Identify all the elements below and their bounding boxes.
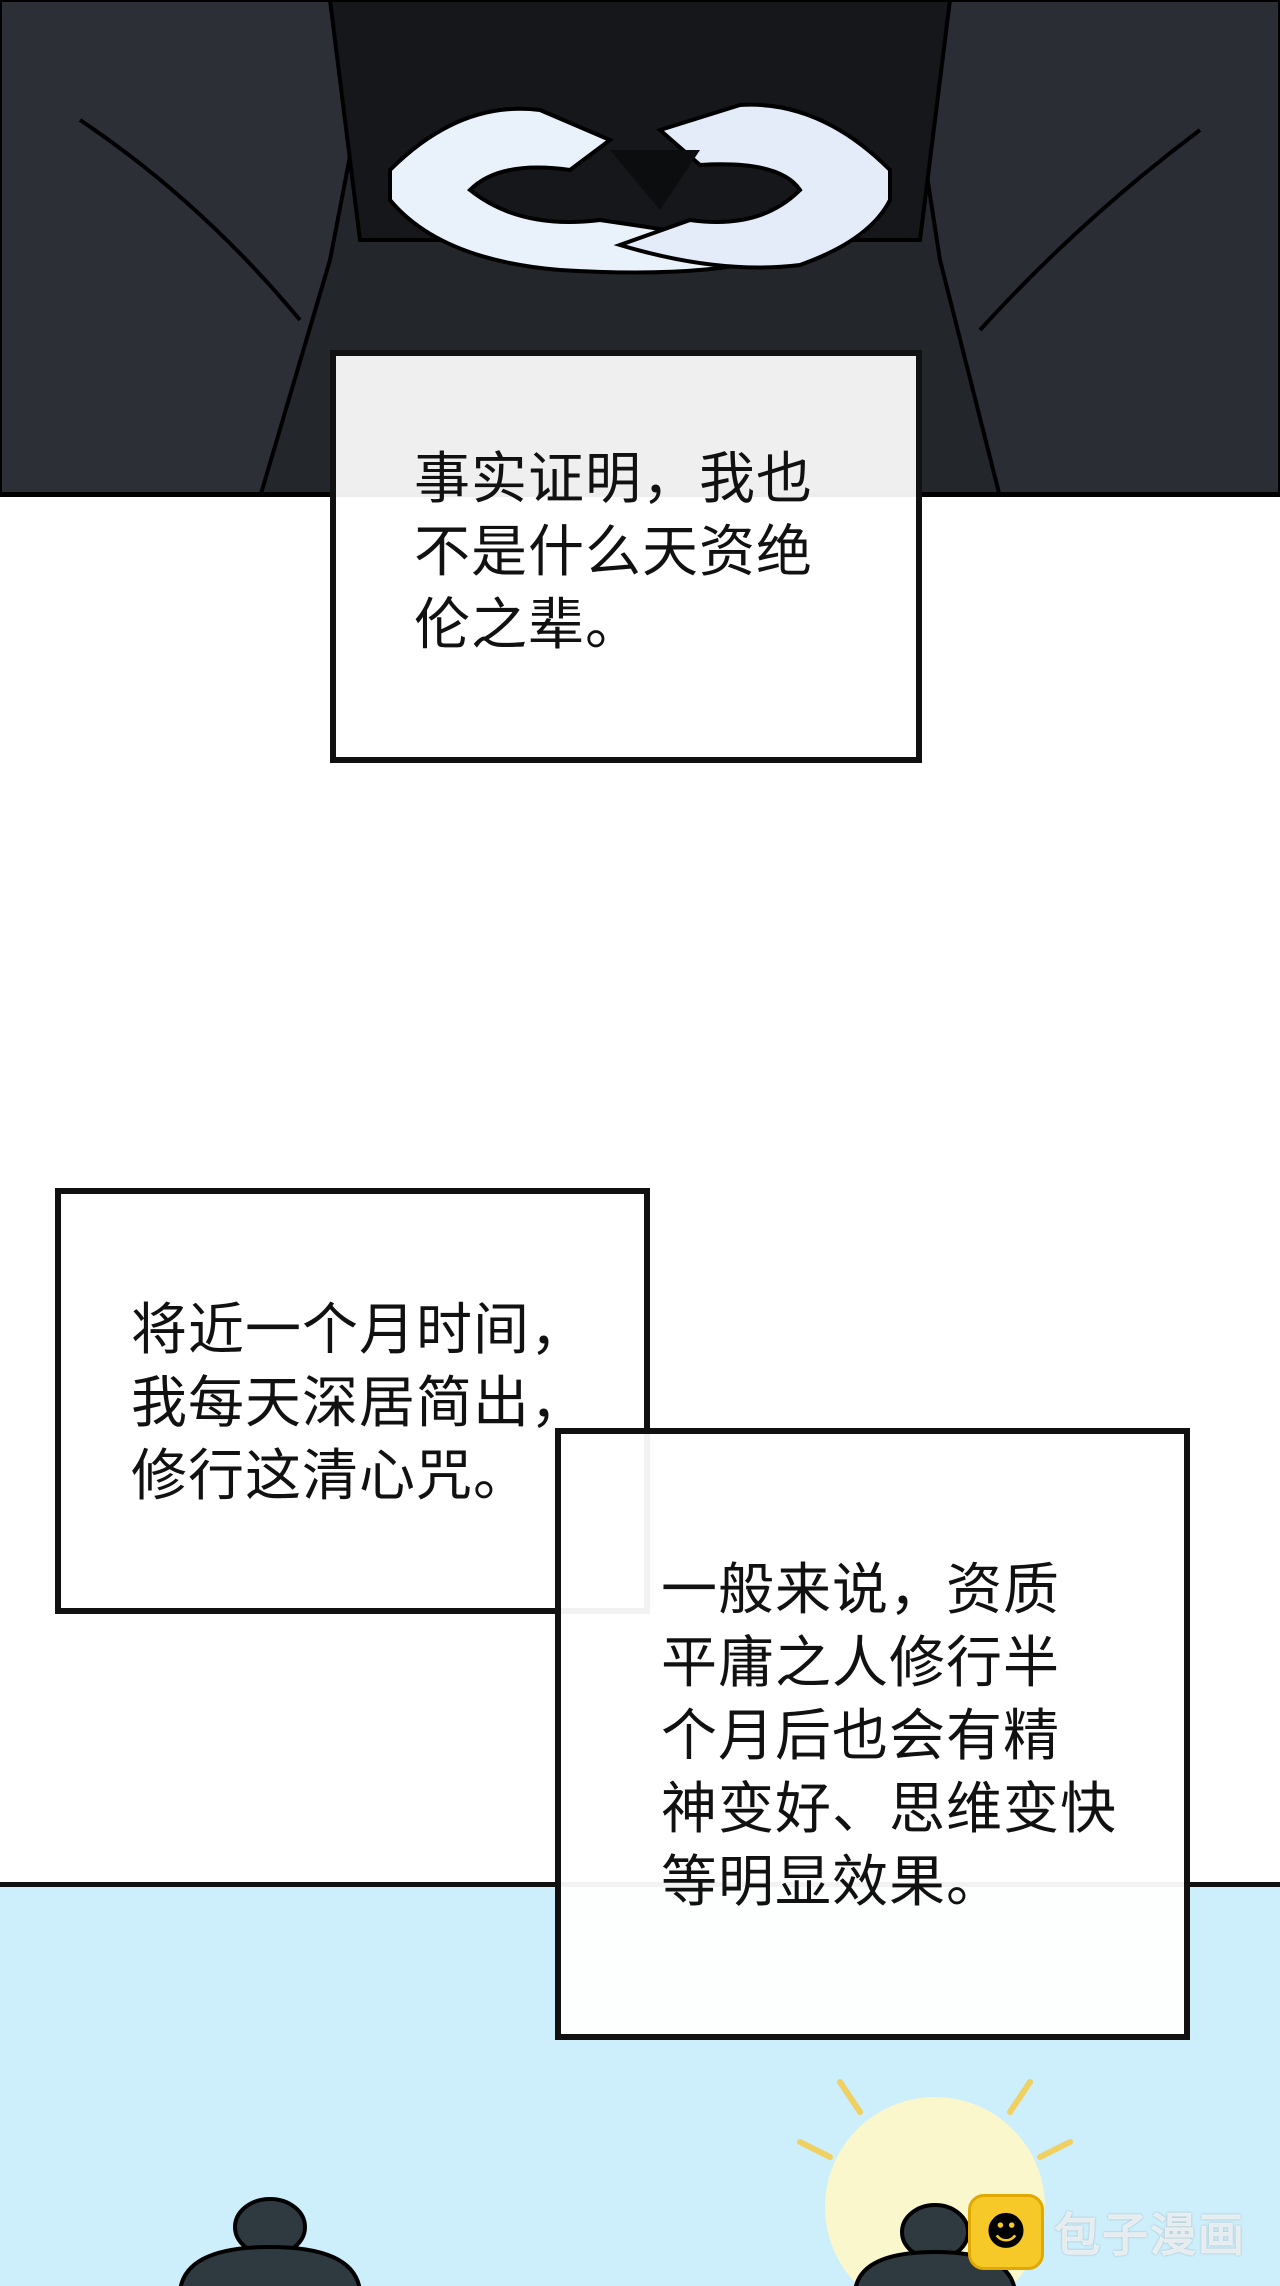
caption-line: 平庸之人修行半 xyxy=(661,1631,1060,1696)
caption-box-month: 将近一个月时间， 我每天深居简出， 修行这清心咒。 xyxy=(55,1188,650,1614)
caption-box-effects: 一般来说，资质 平庸之人修行半 个月后也会有精 神变好、思维变快 等明显效果。 xyxy=(555,1428,1190,2040)
bun-mascot-icon: ☻ xyxy=(968,2194,1044,2270)
caption-line: 修行这清心咒。 xyxy=(131,1444,530,1509)
caption-line: 神变好、思维变快 xyxy=(661,1777,1117,1842)
caption-line: 不是什么天资绝 xyxy=(414,520,813,585)
watermark: ☻ 包子漫画 xyxy=(968,2182,1268,2282)
caption-line: 一般来说，资质 xyxy=(661,1558,1060,1623)
caption-line: 个月后也会有精 xyxy=(661,1704,1060,1769)
caption-line: 事实证明，我也 xyxy=(414,447,813,512)
caption-line: 将近一个月时间， xyxy=(131,1298,587,1363)
caption-line: 等明显效果。 xyxy=(661,1850,1003,1915)
caption-line: 伦之辈。 xyxy=(414,593,642,658)
caption-line: 我每天深居简出， xyxy=(131,1371,587,1436)
watermark-text: 包子漫画 xyxy=(1054,2208,1246,2262)
caption-box-talent: 事实证明，我也 不是什么天资绝 伦之辈。 xyxy=(330,350,922,763)
